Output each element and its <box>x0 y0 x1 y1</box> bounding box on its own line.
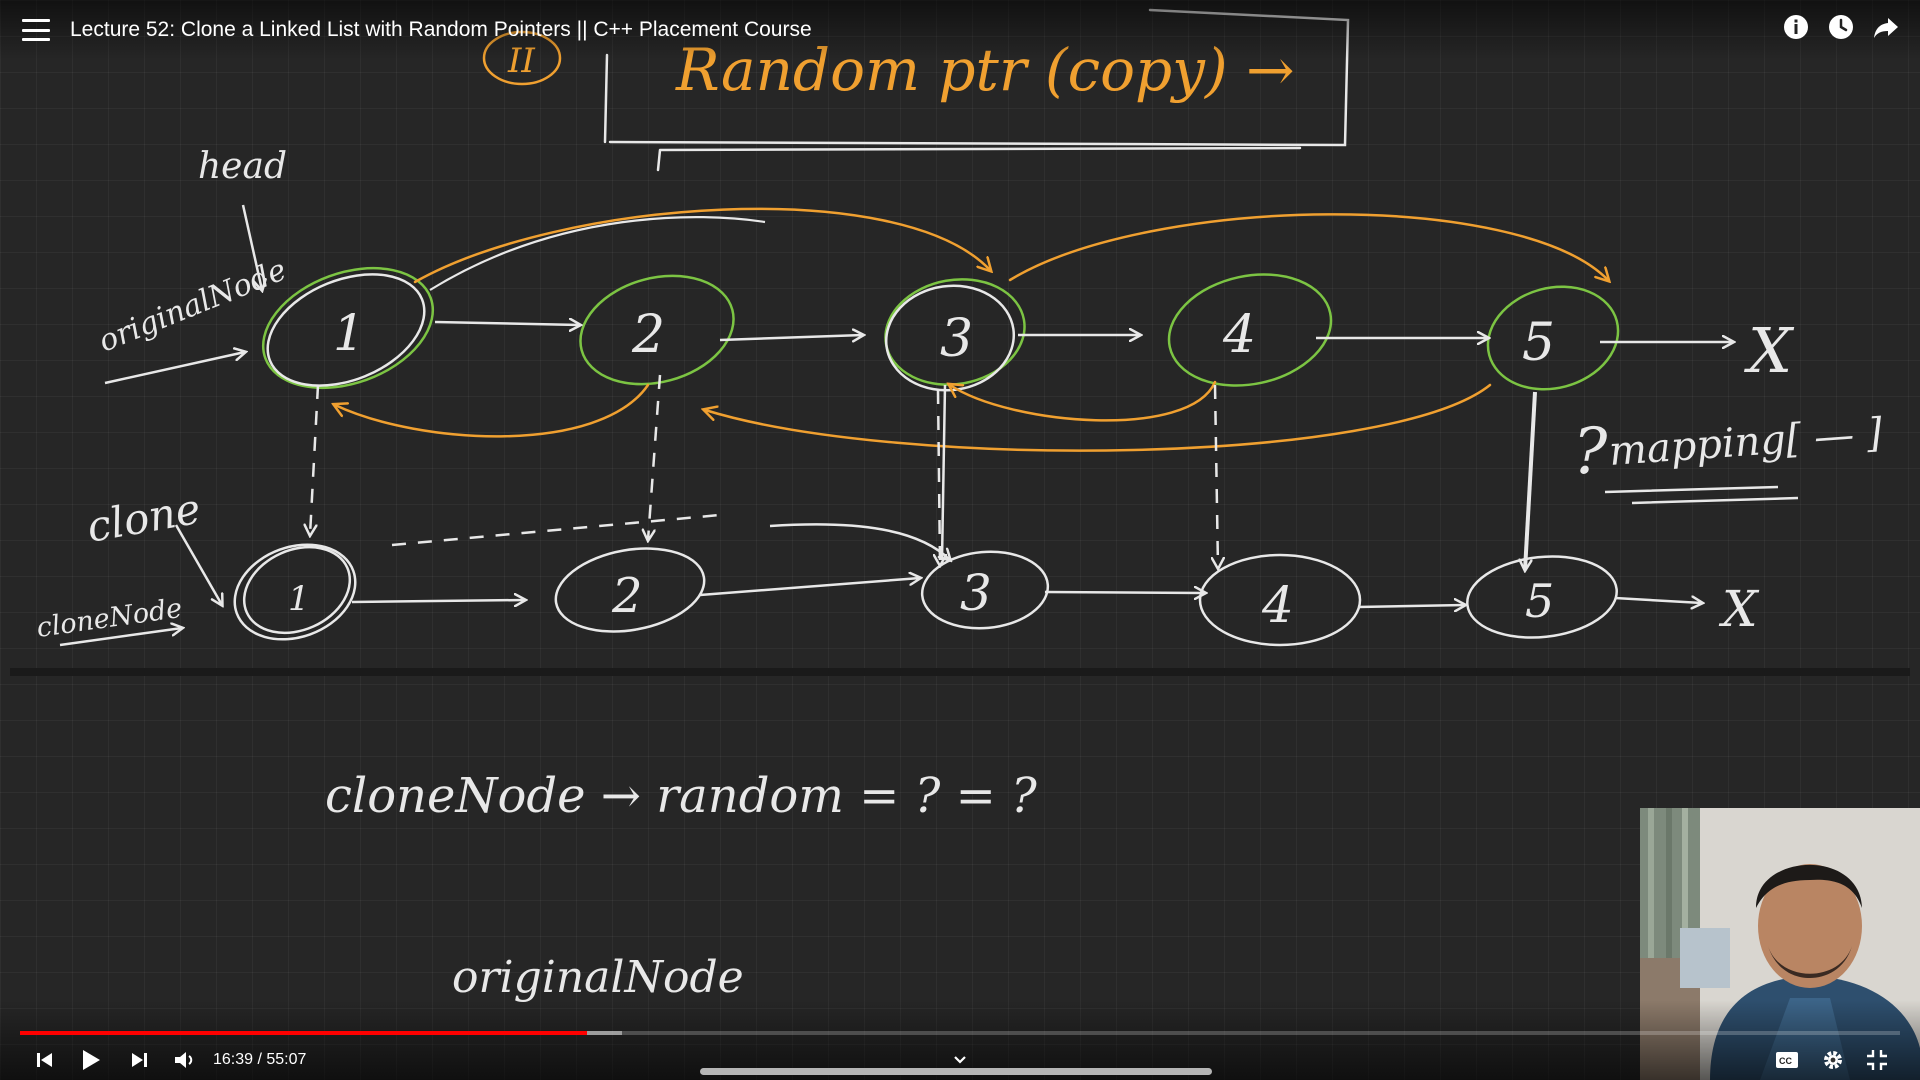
clone-arrow <box>174 524 222 605</box>
progress-bar[interactable] <box>20 1031 1900 1035</box>
clone-node-3-value: 3 <box>960 564 992 622</box>
clone-node-1: 1 <box>233 543 357 641</box>
mapping-exclaim: ? <box>1573 415 1608 489</box>
original-node-1-value: 1 <box>333 304 365 362</box>
node3-solid-link <box>940 384 947 561</box>
clone-node-arrow <box>59 628 182 647</box>
panel-divider <box>10 668 1910 676</box>
bottom-original-node-text: originalNode <box>452 952 744 1003</box>
next-icon[interactable] <box>124 1045 154 1075</box>
settings-icon[interactable] <box>1818 1045 1848 1075</box>
original-next-arrows <box>434 322 1733 342</box>
clone-node-1-value: 1 <box>288 579 310 619</box>
original-node-3: 3 <box>884 278 1026 392</box>
mapping-solid-arrow <box>1525 391 1537 570</box>
equation-text: cloneNode → random = ? = ? <box>325 768 1037 824</box>
menu-icon[interactable] <box>22 19 50 41</box>
chevron-down-icon[interactable] <box>945 1045 975 1075</box>
volume-icon[interactable] <box>170 1045 200 1075</box>
clone-node-2: 2 <box>554 547 706 633</box>
clone-next-arrows <box>351 523 1702 607</box>
mapping-underline <box>1604 485 1799 505</box>
clone-node-5-value: 5 <box>1525 574 1554 628</box>
original-null-mark: X <box>1744 314 1795 387</box>
share-icon[interactable] <box>1872 13 1900 41</box>
exit-fullscreen-icon[interactable] <box>1862 1045 1892 1075</box>
clone-node-label: cloneNode <box>35 593 184 644</box>
previous-icon[interactable] <box>30 1045 60 1075</box>
original-node-1: 1 <box>261 266 435 390</box>
clone-node-3: 3 <box>920 550 1050 630</box>
mapping-dashed-lines <box>310 374 1218 568</box>
info-icon[interactable] <box>1782 13 1810 41</box>
scrollbar-handle[interactable] <box>700 1068 1212 1075</box>
original-node-4-value: 4 <box>1222 305 1256 365</box>
svg-text:X: X <box>1718 580 1760 638</box>
original-node-4: 4 <box>1167 273 1333 387</box>
top-right-controls <box>1782 13 1900 41</box>
heading-box <box>603 8 1350 172</box>
clone-node-4: 4 <box>1198 553 1362 647</box>
video-title[interactable]: Lecture 52: Clone a Linked List with Ran… <box>70 18 812 41</box>
play-icon[interactable] <box>76 1045 106 1075</box>
title-bar: Lecture 52: Clone a Linked List with Ran… <box>0 0 1920 60</box>
svg-text:X: X <box>1744 314 1795 387</box>
original-node-5: 5 <box>1486 285 1620 391</box>
head-arrow <box>241 204 262 290</box>
mapping-text: mapping[ — ] <box>1607 410 1884 475</box>
original-node-2: 2 <box>579 274 735 386</box>
svg-text:CC: CC <box>1779 1056 1792 1066</box>
original-node-2-value: 2 <box>631 305 665 365</box>
original-node-arrow <box>104 352 245 385</box>
clone-null-mark: X <box>1718 580 1760 638</box>
clone-list: 1 2 3 4 5 <box>233 543 1618 647</box>
captions-icon[interactable]: CC <box>1772 1045 1802 1075</box>
time-display: 16:39 / 55:07 <box>213 1051 307 1068</box>
original-node-5-value: 5 <box>1522 313 1555 373</box>
clone-node-5: 5 <box>1466 555 1618 639</box>
control-row: 16:39 / 55:07 CC <box>0 1045 1920 1075</box>
clone-node-4-value: 4 <box>1261 576 1294 634</box>
player-controls: 16:39 / 55:07 CC <box>0 1000 1920 1080</box>
head-label: head <box>198 146 287 187</box>
original-node-label: originalNode <box>94 252 292 359</box>
watch-later-icon[interactable] <box>1827 13 1855 41</box>
random-pointer-arrows <box>335 207 1608 452</box>
clone-node-2-value: 2 <box>611 568 643 624</box>
progress-played <box>20 1031 588 1035</box>
original-list: 1 2 3 4 5 <box>261 266 1620 392</box>
original-node-3-value: 3 <box>940 309 973 369</box>
random-copy-stroke <box>429 216 766 291</box>
